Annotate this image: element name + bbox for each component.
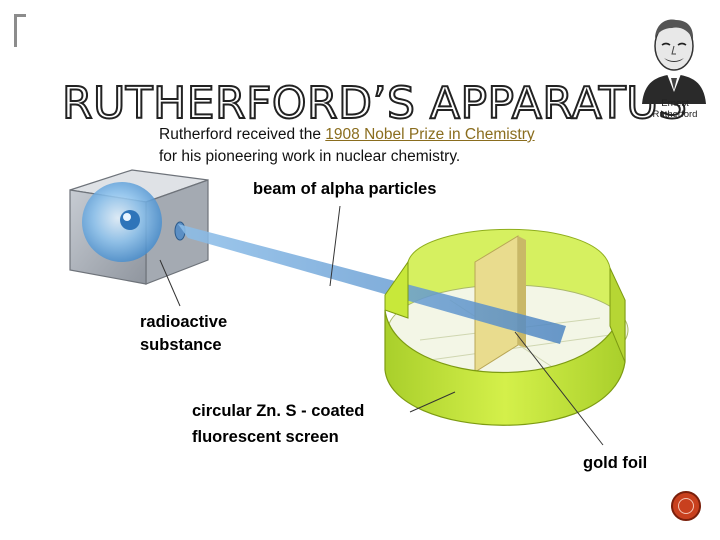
fluorescent-screen-front [384, 260, 626, 426]
portrait-caption: Ernest Rutherford [640, 98, 710, 120]
beam-label: beam of alpha particles [253, 180, 437, 198]
screen-pointer [409, 391, 456, 413]
pointer-lines [159, 205, 604, 446]
gold-foil-pointer [514, 331, 604, 446]
radioactive-label-line1: radioactive [140, 313, 228, 331]
nav-button-ring-icon [678, 498, 694, 514]
screen-label-line2: fluorescent screen [192, 428, 339, 446]
beam-pointer [329, 205, 341, 287]
alpha-particle-beam [178, 224, 566, 344]
portrait-caption-line1: Ernest [661, 98, 689, 109]
screen-label: circular Zn. S - coated fluorescent scre… [192, 398, 364, 450]
subtitle-prefix: Rutherford received the [159, 126, 326, 143]
rutherford-portrait [642, 19, 706, 104]
radioactive-label-line2: substance [140, 336, 222, 354]
screen-label-line1: circular Zn. S - coated [192, 402, 365, 420]
radioactive-source-box [69, 169, 209, 285]
nobel-prize-link[interactable]: 1908 Nobel Prize in Chemistry [325, 126, 535, 143]
radioactive-pointer [159, 259, 181, 307]
gold-foil-label: gold foil [583, 454, 648, 472]
subtitle-line2: for his pioneering work in nuclear chemi… [159, 148, 461, 165]
corner-bracket [14, 14, 26, 47]
portrait-caption-line2: Rutherford [652, 109, 698, 120]
slide-title: RUTHERFORD’S APPARATUS [61, 78, 688, 129]
slide-nav-button[interactable] [671, 491, 701, 521]
slide-subtitle: Rutherford received the 1908 Nobel Prize… [159, 124, 535, 168]
radioactive-substance-label: radioactive substance [140, 311, 227, 357]
